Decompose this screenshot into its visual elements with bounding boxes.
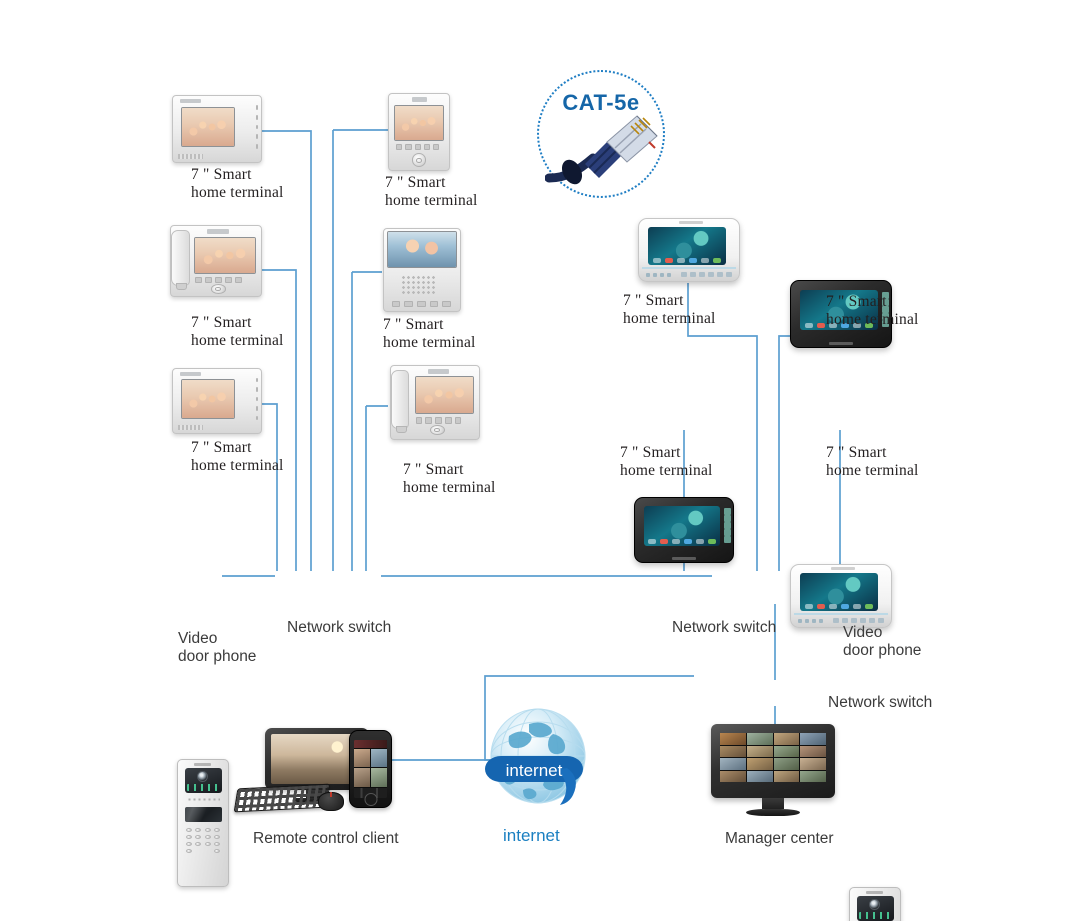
camera-module	[856, 896, 894, 921]
camera-grid	[720, 733, 826, 783]
internet-banner-text: internet	[506, 761, 563, 780]
call-knob[interactable]	[429, 425, 445, 436]
terminal-label: 7 " Smart home terminal	[191, 166, 284, 202]
device-smart-home-terminal[interactable]	[790, 280, 892, 348]
touch-keys[interactable]	[646, 271, 732, 277]
call-knob[interactable]	[411, 153, 427, 167]
call-knob[interactable]	[210, 284, 226, 294]
terminal-screen	[414, 376, 474, 415]
device-smart-home-terminal[interactable]	[634, 497, 734, 563]
device-smart-home-terminal[interactable]	[170, 225, 262, 297]
function-buttons[interactable]	[195, 277, 243, 284]
terminal-screen	[800, 289, 878, 331]
device-smart-home-terminal[interactable]	[172, 95, 262, 163]
manager-center-label: Manager center	[725, 830, 834, 847]
rj45-cable-icon	[545, 115, 658, 185]
terminal-label: 7 " Smart home terminal	[191, 314, 284, 350]
side-buttons[interactable]	[256, 105, 259, 149]
terminal-label: 7 " Smart home terminal	[383, 316, 476, 352]
brand-logo	[866, 890, 883, 894]
handset[interactable]	[391, 370, 410, 434]
door-phone-label: Video door phone	[178, 630, 257, 666]
side-touch-keys[interactable]	[723, 508, 731, 544]
terminal-label: 7 " Smart home terminal	[191, 439, 284, 475]
brand-logo	[207, 228, 229, 234]
switch-label: Network switch	[672, 619, 777, 636]
terminal-label: 7 " Smart home terminal	[826, 293, 919, 329]
light-bar	[642, 266, 736, 269]
internet-label: internet	[503, 826, 560, 845]
device-smart-home-terminal[interactable]	[388, 93, 450, 171]
monitor-screen	[271, 734, 363, 785]
home-button[interactable]	[364, 793, 377, 806]
terminal-screen	[194, 236, 256, 275]
camera-lens-icon	[869, 898, 881, 911]
keyboard[interactable]	[233, 783, 331, 813]
switch-label: Network switch	[828, 694, 933, 711]
brand-logo	[194, 762, 211, 766]
terminal-label: 7 " Smart home terminal	[620, 444, 713, 480]
handset[interactable]	[171, 230, 190, 291]
cat5e-label: CAT-5e	[562, 90, 640, 115]
device-smart-home-terminal[interactable]	[383, 228, 461, 312]
brand-logo	[180, 98, 202, 104]
terminal-screen	[387, 231, 457, 269]
switch-label: Network switch	[287, 619, 392, 636]
door-phone-label: Video door phone	[843, 624, 922, 660]
internet-cloud[interactable]: internet	[483, 706, 593, 814]
side-touch-keys[interactable]	[881, 291, 889, 327]
mouse[interactable]	[318, 792, 344, 811]
brand-logo	[180, 371, 202, 377]
device-smart-home-terminal[interactable]	[390, 365, 480, 440]
speaker-grille	[186, 797, 220, 804]
terminal-label: 7 " Smart home terminal	[385, 174, 478, 210]
device-smart-home-terminal[interactable]	[790, 564, 892, 628]
terminal-screen	[180, 106, 236, 148]
brand-logo	[831, 567, 855, 570]
terminal-label: 7 " Smart home terminal	[623, 292, 716, 328]
device-video-door-phone[interactable]	[849, 887, 901, 921]
monitor-stand	[762, 798, 784, 810]
manager-center-monitor[interactable]	[711, 724, 835, 822]
brand-logo	[829, 342, 853, 346]
camera-lens-icon	[197, 770, 209, 783]
remote-client-label: Remote control client	[253, 830, 399, 847]
device-video-door-phone[interactable]	[177, 759, 229, 887]
brand-logo	[427, 368, 450, 375]
terminal-screen	[648, 227, 726, 266]
status-display	[187, 783, 219, 792]
terminal-screen	[800, 573, 878, 612]
function-buttons[interactable]	[396, 144, 440, 151]
card-reader[interactable]	[184, 806, 222, 823]
smartphone[interactable]	[349, 730, 392, 808]
cat5e-badge: CAT-5e	[537, 70, 665, 198]
monitor-bezel	[711, 724, 835, 799]
brand-logo	[411, 97, 428, 103]
monitor-base	[745, 809, 801, 817]
speaker-grille	[400, 274, 438, 297]
terminal-screen	[180, 379, 236, 419]
side-buttons[interactable]	[256, 377, 259, 421]
light-bar	[794, 612, 888, 615]
function-buttons[interactable]	[415, 417, 462, 424]
function-buttons[interactable]	[391, 301, 451, 307]
device-smart-home-terminal[interactable]	[638, 218, 740, 282]
touch-keys[interactable]	[798, 617, 884, 623]
camera-module	[184, 768, 222, 794]
brand-logo	[679, 221, 703, 224]
phone-screen	[354, 740, 387, 798]
terminal-label: 7 " Smart home terminal	[403, 461, 496, 497]
terminal-screen	[394, 104, 444, 142]
brand-logo	[672, 557, 696, 561]
device-smart-home-terminal[interactable]	[172, 368, 262, 434]
status-display	[859, 911, 891, 920]
terminal-screen	[643, 506, 721, 546]
keypad[interactable]	[186, 828, 220, 854]
speaker-grille	[178, 425, 203, 431]
speaker-grille	[178, 154, 203, 160]
terminal-label: 7 " Smart home terminal	[826, 444, 919, 480]
